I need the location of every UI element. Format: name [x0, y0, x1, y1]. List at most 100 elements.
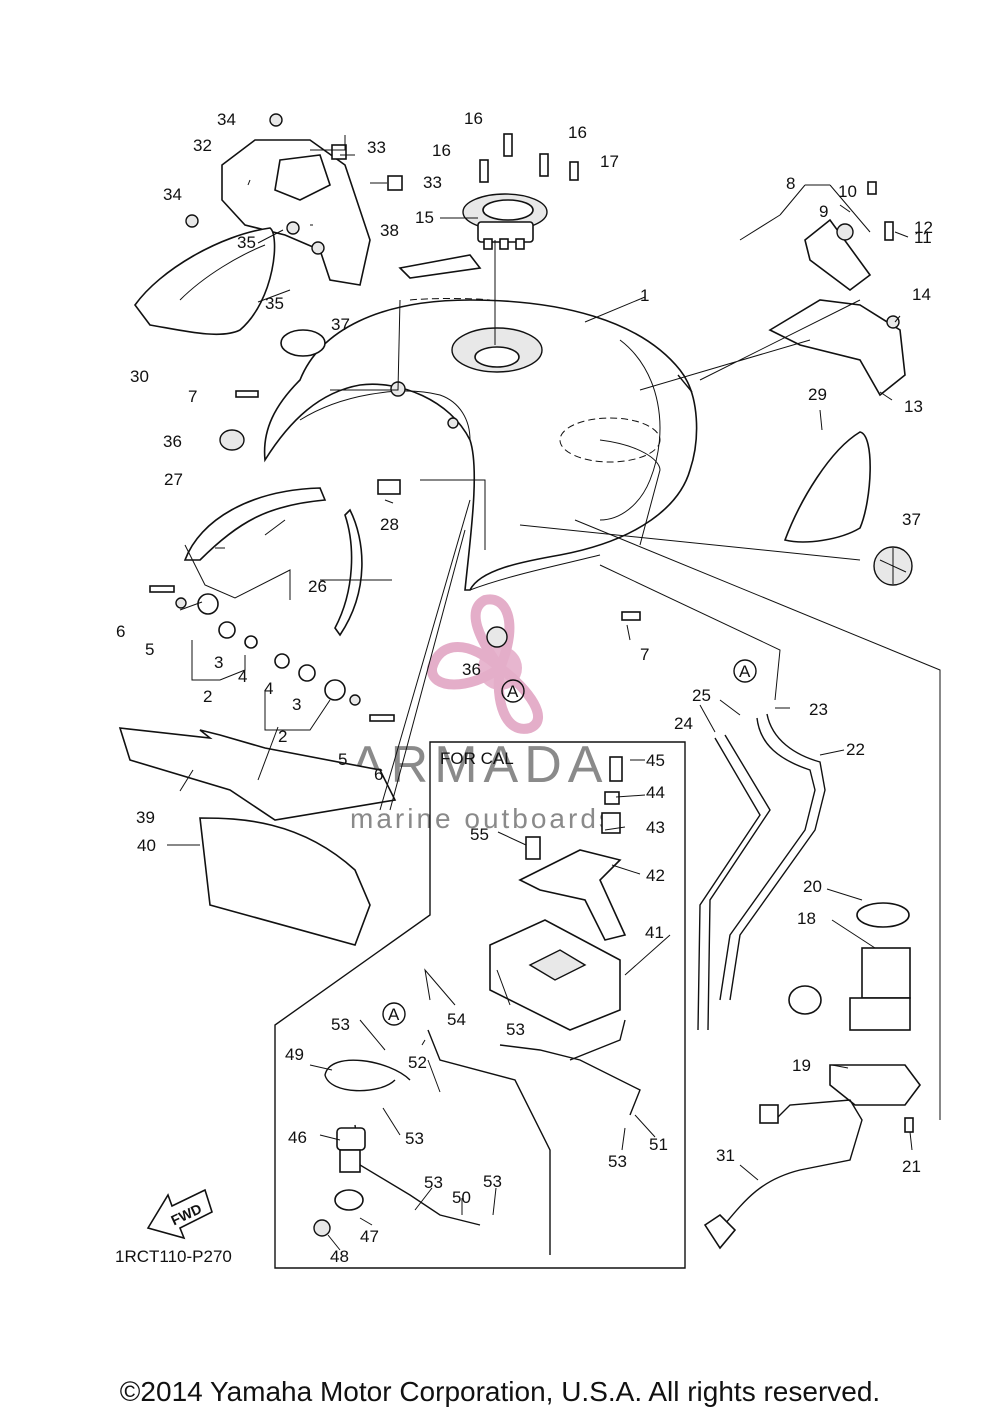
- copyright-notice: ©2014 Yamaha Motor Corporation, U.S.A. A…: [119, 1376, 881, 1407]
- callout-12: 12: [914, 218, 933, 237]
- callout-16: 16: [464, 109, 483, 128]
- callout-39: 39: [136, 808, 155, 827]
- callout-53: 53: [608, 1152, 627, 1171]
- callout-2: 2: [278, 727, 287, 746]
- callout-33: 33: [423, 173, 442, 192]
- callout-11: 11: [914, 228, 932, 247]
- callout-4: 4: [264, 679, 273, 698]
- callout-5: 5: [338, 750, 347, 769]
- callout-33: 33: [367, 138, 386, 157]
- callout-49: 49: [285, 1045, 304, 1064]
- callout-50: 50: [452, 1188, 471, 1207]
- callout-10: 10: [838, 182, 857, 201]
- callout-17: 17: [600, 152, 619, 171]
- fwd-arrow-icon: FWD: [146, 1188, 213, 1240]
- callout-53: 53: [331, 1015, 350, 1034]
- callout-44: 44: [646, 783, 665, 802]
- leader-lines: [167, 135, 941, 1251]
- callout-48: 48: [330, 1247, 349, 1266]
- fuel-tank: [263, 298, 698, 591]
- callout-26: 26: [308, 577, 327, 596]
- callout-15: 15: [415, 208, 434, 227]
- callout-53: 53: [483, 1172, 502, 1191]
- callout-30: 30: [130, 367, 149, 386]
- callout-45: 45: [646, 751, 665, 770]
- connector-tag-1: A: [739, 662, 751, 681]
- seal-38: [398, 254, 482, 279]
- callout-6: 6: [374, 765, 383, 784]
- cover-32: [185, 113, 403, 286]
- callout-53: 53: [405, 1129, 424, 1148]
- callout-31: 31: [716, 1146, 735, 1165]
- callout-1: 1: [640, 286, 649, 305]
- callout-7: 7: [640, 645, 649, 664]
- callout-5: 5: [145, 640, 154, 659]
- callout-34: 34: [217, 110, 236, 129]
- callout-55: 55: [470, 825, 489, 844]
- callout-53: 53: [506, 1020, 525, 1039]
- callout-16: 16: [568, 123, 587, 142]
- mount-hardware: [149, 390, 641, 722]
- watermark-brand: ARMADA: [350, 736, 608, 794]
- callout-25: 25: [692, 686, 711, 705]
- for-cal-label: FOR CAL: [440, 749, 514, 768]
- fuel-cap: [462, 193, 548, 250]
- callout-21: 21: [902, 1157, 921, 1176]
- for-cal-box: FOR CAL: [274, 741, 686, 1269]
- callout-7: 7: [188, 387, 197, 406]
- callout-37: 37: [902, 510, 921, 529]
- callout-8: 8: [786, 174, 795, 193]
- callout-20: 20: [803, 877, 822, 896]
- callout-2: 2: [203, 687, 212, 706]
- bracket-13: [768, 181, 906, 397]
- callout-6: 6: [116, 622, 125, 641]
- damper-parts: [118, 429, 508, 946]
- callout-43: 43: [646, 818, 665, 837]
- callout-4: 4: [238, 667, 247, 686]
- callout-47: 47: [360, 1227, 379, 1246]
- callout-40: 40: [137, 836, 156, 855]
- callout-36: 36: [163, 432, 182, 451]
- callout-9: 9: [819, 202, 828, 221]
- callout-29: 29: [808, 385, 827, 404]
- side-cover-29: [783, 431, 871, 543]
- fuel-hoses: [697, 713, 863, 1250]
- callout-24: 24: [674, 714, 693, 733]
- callout-18: 18: [797, 909, 816, 928]
- callout-46: 46: [288, 1128, 307, 1147]
- callout-35: 35: [265, 294, 284, 313]
- callout-3: 3: [214, 653, 223, 672]
- callout-37: 37: [331, 315, 350, 334]
- fuel-pump: [788, 902, 921, 1133]
- callout-labels: 1 2 2 3 3 4 4 5 5 6 6 7 7 8 9 10 11 12 1…: [116, 109, 933, 1266]
- connector-tag-2: A: [507, 682, 519, 701]
- callout-51: 51: [649, 1135, 668, 1154]
- grommet-37: [280, 329, 326, 357]
- cap-screws: [479, 133, 579, 183]
- callout-41: 41: [645, 923, 664, 942]
- callout-28: 28: [380, 515, 399, 534]
- callout-32: 32: [193, 136, 212, 155]
- connector-tag-3: A: [388, 1005, 400, 1024]
- callout-35: 35: [237, 233, 256, 252]
- reference-code: 1RCT110-P270: [115, 1247, 232, 1266]
- callout-36: 36: [462, 660, 481, 679]
- callout-13: 13: [904, 397, 923, 416]
- callout-27: 27: [164, 470, 183, 489]
- callout-52: 52: [408, 1053, 427, 1072]
- watermark-tagline: marine outboards: [350, 803, 616, 834]
- watermark-logo: [427, 594, 543, 734]
- callout-53: 53: [424, 1173, 443, 1192]
- callout-19: 19: [792, 1056, 811, 1075]
- callout-3: 3: [292, 695, 301, 714]
- emblem-37: [873, 546, 913, 586]
- callout-14: 14: [912, 285, 931, 304]
- connector-tags: A A A: [382, 659, 757, 1026]
- callout-22: 22: [846, 740, 865, 759]
- callout-34: 34: [163, 185, 182, 204]
- callout-16: 16: [432, 141, 451, 160]
- callout-42: 42: [646, 866, 665, 885]
- callout-54: 54: [447, 1010, 466, 1029]
- callout-38: 38: [380, 221, 399, 240]
